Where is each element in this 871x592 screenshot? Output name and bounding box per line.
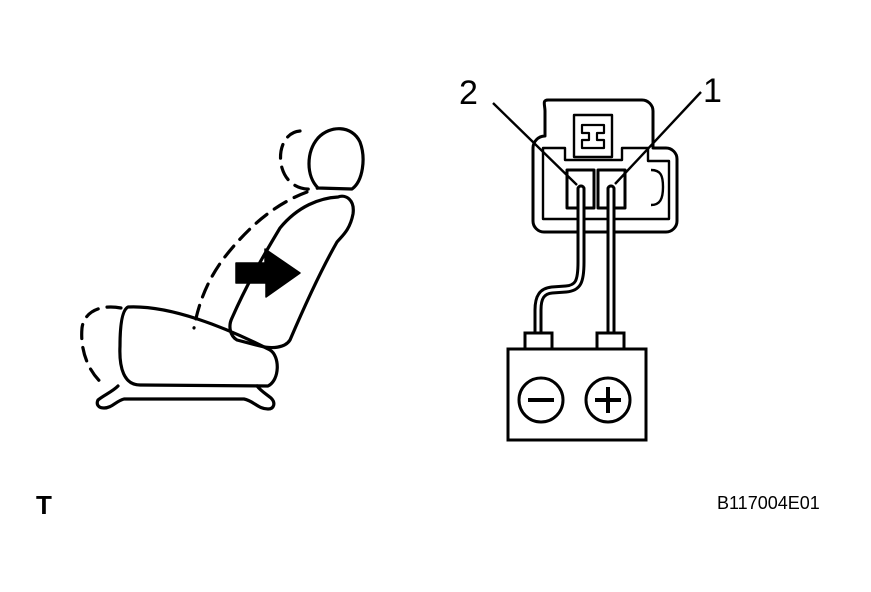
connector-illustration [492, 91, 702, 234]
arrow-right-icon [235, 248, 301, 298]
backrest [228, 194, 355, 350]
battery-terminal-positive [595, 331, 626, 351]
headrest-reclined [278, 129, 320, 191]
terminal-2-label: 2 [459, 74, 478, 112]
seat-rail [95, 384, 276, 411]
minus-icon [517, 376, 565, 424]
connector-outer-housing [531, 98, 679, 234]
cushion-forward [80, 305, 123, 387]
cushion [118, 305, 279, 388]
seat-illustration [80, 127, 365, 411]
battery-illustration [506, 331, 648, 442]
figure-code: B117004E01 [717, 493, 820, 513]
connector-lock-tab [572, 113, 614, 159]
terminal-1-label: 1 [703, 72, 722, 110]
wires [533, 184, 616, 338]
seat-reclined-outline [80, 129, 320, 387]
battery-body [506, 347, 648, 442]
corner-mark: T [36, 490, 52, 520]
headrest [307, 127, 365, 191]
leader-line-terminal-1 [614, 91, 702, 185]
plus-icon [584, 376, 632, 424]
connector-lock-latch [580, 123, 606, 150]
wire-negative-core [536, 187, 583, 335]
seat-solid-outline [95, 127, 365, 411]
backrest-reclined [192, 190, 309, 330]
battery-terminal-negative [523, 331, 554, 351]
leader-line-terminal-2 [492, 102, 578, 186]
connector-side-notch [650, 168, 665, 207]
wire-negative-outline [533, 184, 586, 338]
